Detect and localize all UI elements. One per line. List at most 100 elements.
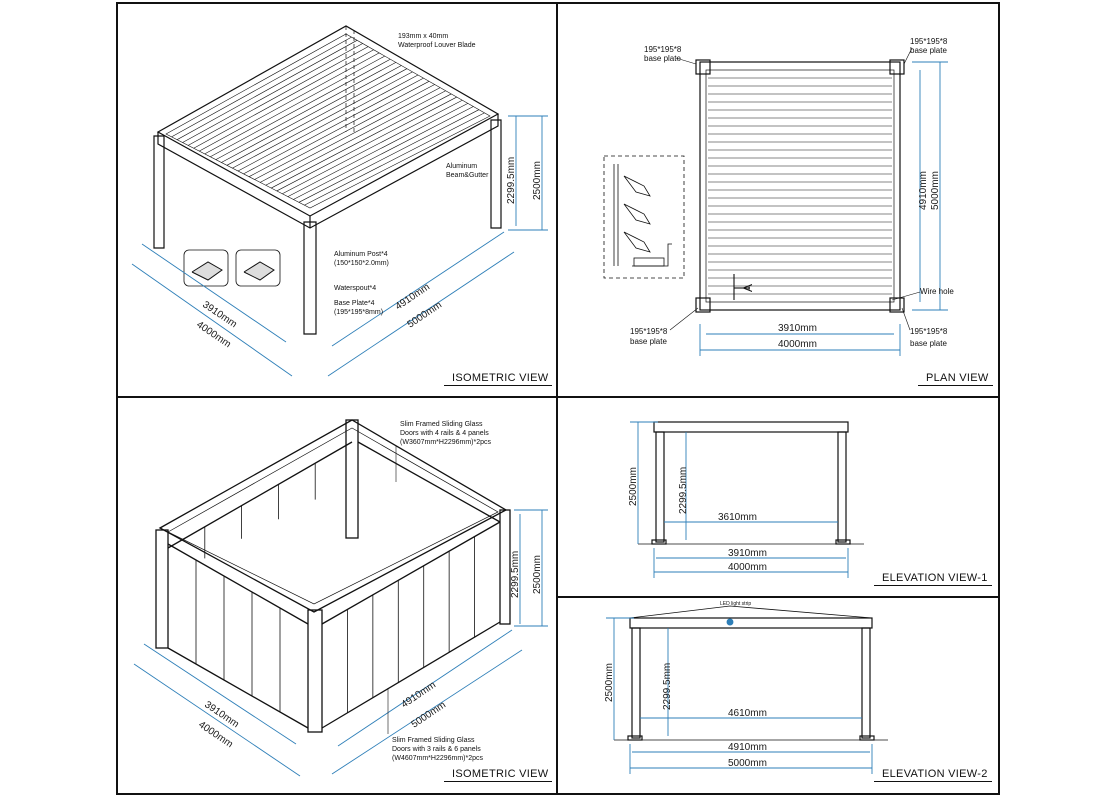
label-post: Aluminum Post*4 <box>334 251 388 258</box>
label-door-top-1: Slim Framed Sliding Glass <box>400 421 483 428</box>
elev1-dimension-lines <box>630 421 849 578</box>
louver-blade <box>176 40 358 140</box>
sheet-divider-horizontal-right <box>556 396 1000 398</box>
louver-blade <box>204 55 385 155</box>
enclosure-post-front <box>307 609 323 733</box>
louver-blade <box>293 106 474 200</box>
louver-blade <box>215 62 396 160</box>
label-door-top-2: Doors with 4 rails & 4 panels <box>400 430 489 437</box>
label-plate-bl: 195*195*8 <box>630 327 668 336</box>
elevation-1-drawing: 2500mm 2299.5mm 3610mm 3910mm 4000mm <box>628 421 864 578</box>
louver-blade <box>282 99 463 195</box>
post-right <box>491 120 501 228</box>
louver-blade <box>243 77 424 175</box>
panel-title: ISOMETRIC VIEW <box>444 372 553 386</box>
post-front-left <box>154 136 164 248</box>
plan-drawing: 195*195*8 base plate 195*195*8 base plat… <box>603 37 954 356</box>
label-plate-tl-2: base plate <box>644 54 681 63</box>
elev2-beam <box>629 617 873 629</box>
roof-frame-inner <box>166 34 490 208</box>
base-plate-tl <box>695 59 711 75</box>
dim-height-inner: 2299.5mm <box>506 157 517 204</box>
louver-blade <box>221 65 402 163</box>
louver-blade <box>237 74 419 172</box>
louver-blade <box>210 58 391 158</box>
label-post-size: (150*150*2.0mm) <box>334 260 389 267</box>
elev1-dim-clear: 3610mm <box>718 512 757 523</box>
label-plate-bl-2: base plate <box>630 337 667 346</box>
elev1-post-right <box>837 431 847 543</box>
post-front <box>304 222 316 334</box>
label-beam: Aluminum <box>446 163 477 170</box>
dimension-lines <box>131 115 548 377</box>
louver-blade <box>298 109 480 203</box>
label-plate-br-2: base plate <box>910 339 947 348</box>
louver-blade <box>265 90 446 186</box>
panel-isometric-bottom: Slim Framed Sliding Glass Doors with 4 r… <box>118 398 556 791</box>
louver-blade <box>260 87 441 183</box>
enclosure-roof <box>158 419 508 613</box>
isometric-top-drawing: 193mm x 40mm Waterproof Louver Blade Alu… <box>131 4 548 377</box>
louver-blade <box>304 112 485 206</box>
louver-blade <box>276 96 457 192</box>
label-plate-tl: 195*195*8 <box>644 45 682 54</box>
dim-height-outer: 2500mm <box>532 161 543 200</box>
elev1-dim-width-outer: 4000mm <box>728 562 767 573</box>
base-plate-tr <box>889 59 905 75</box>
elev2-dimension-lines <box>606 617 873 774</box>
elev2-dim-height-inner: 2299.5mm <box>662 663 673 710</box>
panel-elevation-2: LED light strip 2500mm 2299.5mm 4610mm 4… <box>558 598 998 791</box>
iso2-leader-lines <box>387 446 397 734</box>
panel-title: ISOMETRIC VIEW <box>444 768 553 782</box>
elev2-post-left <box>631 627 641 739</box>
isometric-bottom-drawing: Slim Framed Sliding Glass Doors with 4 r… <box>133 419 548 777</box>
label-blade-type: Waterproof Louver Blade <box>398 42 476 49</box>
label-wire-hole: Wire hole <box>920 287 954 296</box>
iso2-dim-height-outer: 2500mm <box>532 555 543 594</box>
louver-blade <box>232 71 413 169</box>
plan-dim-depth-inner: 4910mm <box>918 171 929 210</box>
label-plate-tr-2: base plate <box>910 46 947 55</box>
louver-blade <box>171 36 352 138</box>
panel-elevation-1: 2500mm 2299.5mm 3610mm 3910mm 4000mm ELE… <box>558 398 998 596</box>
label-door-bottom-3: (W4607mm*H2296mm)*2pcs <box>392 755 484 762</box>
louver-blade <box>188 46 369 146</box>
iso2-dim-height-inner: 2299.5mm <box>510 551 521 598</box>
plan-dimension-lines <box>699 61 948 356</box>
plan-dim-depth-outer: 5000mm <box>930 171 941 210</box>
front-beam <box>158 114 498 228</box>
elev2-dim-width-inner: 4910mm <box>728 742 767 753</box>
section-detail <box>603 155 685 279</box>
elev2-roof-pitch <box>629 605 873 619</box>
louver-blades <box>171 36 485 206</box>
louver-blade <box>254 84 435 180</box>
sliding-door-panels <box>195 463 475 713</box>
panel-isometric-top: 193mm x 40mm Waterproof Louver Blade Alu… <box>118 4 556 396</box>
plan-dim-width-outer: 4000mm <box>778 339 817 350</box>
louver-blade <box>271 93 452 189</box>
iso2-dim-depth-outer: 5000mm <box>410 700 448 731</box>
enclosure-post-back <box>345 419 359 539</box>
enclosure-post-left <box>155 529 169 649</box>
enclosure-post-right <box>499 509 511 625</box>
label-base-plate: Base Plate*4 <box>334 300 375 307</box>
sheet-divider-horizontal-left <box>116 396 558 398</box>
louver-blade <box>287 103 468 197</box>
elev2-post-right <box>861 627 871 739</box>
louver-blade <box>193 49 374 149</box>
louver-blade <box>199 52 380 152</box>
label-waterspout: Waterspout*4 <box>334 285 376 292</box>
elev1-post-left <box>655 431 665 543</box>
base-plate-br <box>889 297 905 313</box>
label-led-strip: LED light strip <box>720 601 751 607</box>
label-beam-gutter: Beam&Gutter <box>446 172 489 179</box>
elev2-dim-height-outer: 2500mm <box>604 663 615 702</box>
plan-leader-lines <box>669 47 921 331</box>
elevation-2-drawing: LED light strip 2500mm 2299.5mm 4610mm 4… <box>604 601 888 774</box>
sheet-divider-elevations <box>556 596 1000 598</box>
label-base-plate-size: (195*195*8mm) <box>334 309 383 316</box>
louver-blade <box>182 43 363 143</box>
label-door-bottom-2: Doors with 3 rails & 6 panels <box>392 746 481 753</box>
corner-detail-icons <box>183 249 281 287</box>
panel-title: ELEVATION VIEW-2 <box>874 768 992 782</box>
